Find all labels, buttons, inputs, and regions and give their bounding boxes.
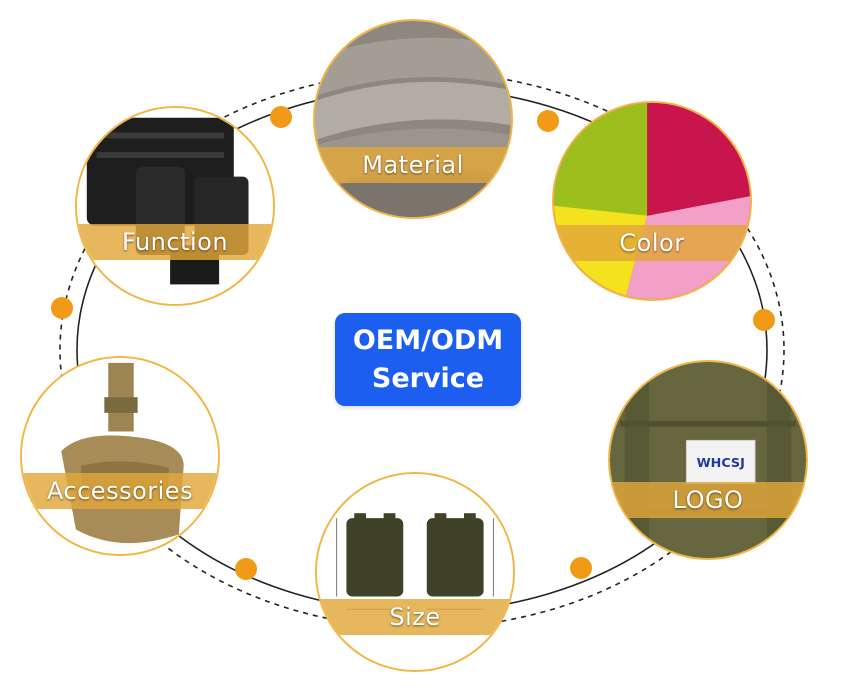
connector-dot <box>753 309 775 331</box>
fabric-rolls-image <box>315 21 511 217</box>
colorful-fabric-image <box>554 103 750 299</box>
connector-dot <box>270 106 292 128</box>
function-node: Function <box>75 106 275 306</box>
holster-image <box>22 358 218 554</box>
color-node: Color <box>552 101 752 301</box>
vest-size-image <box>317 474 513 670</box>
center-title-line2: Service <box>371 362 485 394</box>
logo-label: LOGO <box>672 486 744 514</box>
size-label: Size <box>389 603 441 631</box>
connector-dot <box>51 297 73 319</box>
connector-dot <box>235 558 257 580</box>
color-label: Color <box>619 229 685 257</box>
connector-dot <box>537 110 559 132</box>
center-title-line1: OEM/ODM <box>352 324 504 356</box>
function-label: Function <box>121 228 229 256</box>
logo-node: WHCSJ LOGO <box>608 360 808 560</box>
oem-odm-service-card: OEM/ODM Service <box>335 313 521 406</box>
vest-logo-image: WHCSJ <box>610 362 806 558</box>
accessories-node: Accessories <box>20 356 220 556</box>
accessories-label: Accessories <box>46 477 194 505</box>
connector-dot <box>570 557 592 579</box>
material-node: Material <box>313 19 513 219</box>
molle-pouch-image <box>77 108 273 304</box>
logo-patch-text: WHCSJ <box>697 456 745 471</box>
size-node: Size <box>315 472 515 672</box>
material-label: Material <box>362 151 464 179</box>
